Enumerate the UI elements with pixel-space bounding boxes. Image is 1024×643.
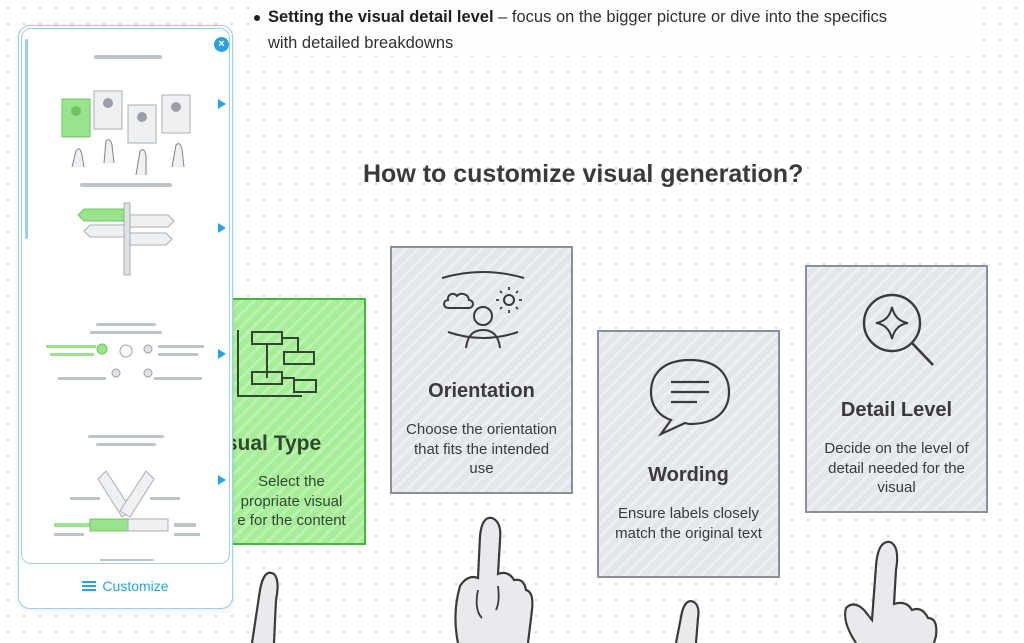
card-wording: Wording Ensure labels closely match the … xyxy=(597,330,780,578)
magnifier-sparkle-icon xyxy=(862,293,934,366)
hand-illustration xyxy=(454,516,534,643)
card-description: Ensure labels closely match the original… xyxy=(615,505,762,542)
thumbnail-arrow-icon[interactable] xyxy=(218,223,226,233)
thumbnail-1[interactable] xyxy=(40,51,212,181)
scrollbar[interactable] xyxy=(25,39,28,239)
page-title: How to customize visual generation? xyxy=(363,160,804,188)
thumbnail-image xyxy=(54,435,200,561)
card-orientation: Orientation Choose the orientation that … xyxy=(390,246,573,494)
thumbnail-arrow-icon[interactable] xyxy=(218,475,226,485)
card-title: Orientation xyxy=(428,380,535,402)
card-description: Select the propriate visual e for the co… xyxy=(237,473,346,529)
flowchart-icon xyxy=(237,330,317,397)
card-title: Detail Level xyxy=(840,399,953,421)
customize-label: Customize xyxy=(102,578,169,594)
thumbnail-image xyxy=(77,183,175,276)
card-title: Wording xyxy=(648,464,729,486)
thumbnail-arrow-icon[interactable] xyxy=(218,349,226,359)
bullet-point: Setting the visual detail level – focus … xyxy=(254,4,974,56)
sliders-icon xyxy=(82,580,97,592)
speech-bubble-icon xyxy=(649,358,731,437)
customize-button[interactable]: Customize xyxy=(19,564,232,608)
thumbnail-4[interactable] xyxy=(40,431,212,561)
thumbnail-arrow-icon[interactable] xyxy=(218,99,226,109)
card-description: Choose the orientation that fits the int… xyxy=(406,421,557,477)
card-title: isual Type xyxy=(220,432,322,455)
thumbnail-image xyxy=(46,323,204,380)
close-icon[interactable]: × xyxy=(214,37,229,52)
bullet-dot xyxy=(254,15,260,21)
bullet-rest: – focus on the bigger picture or dive in… xyxy=(493,8,888,26)
bullet-line2: with detailed breakdowns xyxy=(268,34,454,52)
hand-illustration xyxy=(844,540,938,643)
hand-illustration xyxy=(674,600,700,643)
card-detail-level: Detail Level Decide on the level of deta… xyxy=(805,265,988,513)
hand-illustration xyxy=(250,571,279,643)
thumbnail-image xyxy=(61,55,191,176)
thumbnail-2[interactable] xyxy=(40,179,212,279)
card-description: Decide on the level of detail needed for… xyxy=(824,440,969,496)
thumbnail-list[interactable]: × xyxy=(21,28,230,564)
bullet-bold: Setting the visual detail level xyxy=(268,8,494,26)
visual-options-panel: × xyxy=(18,25,233,609)
orientation-icon xyxy=(441,271,525,349)
thumbnail-3[interactable] xyxy=(40,319,212,419)
